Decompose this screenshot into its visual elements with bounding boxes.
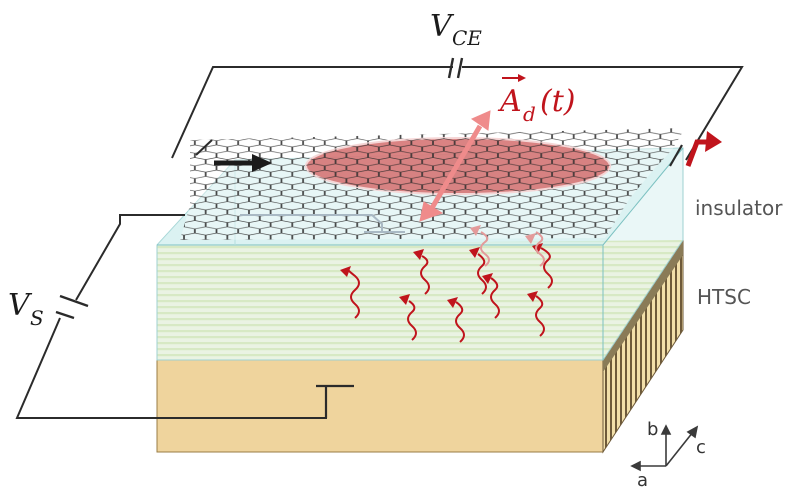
vce-sub: CE xyxy=(452,26,482,50)
wavy-arrow-icon xyxy=(470,225,490,267)
vs-battery-icon xyxy=(55,294,89,320)
label-insulator: insulator xyxy=(695,196,783,220)
label-vs: V S xyxy=(8,288,44,330)
gate-electrode xyxy=(316,384,354,418)
ad-main: A xyxy=(497,84,522,119)
label-ad: A d (t) xyxy=(497,74,575,126)
axes-icon xyxy=(630,424,699,472)
arrow-bent-icon xyxy=(685,131,722,167)
wavy-arrow-icon xyxy=(469,247,487,295)
ad-arg: (t) xyxy=(540,84,575,119)
wavy-arrow-icon xyxy=(525,231,545,267)
wavy-arrow-icon xyxy=(340,266,360,319)
wavy-arrows xyxy=(340,225,553,343)
wavy-arrow-icon xyxy=(399,294,417,341)
vce-main: V xyxy=(430,9,455,44)
vs-main: V xyxy=(8,288,33,323)
wavy-arrow-icon xyxy=(413,249,430,295)
label-vce: V CE xyxy=(430,9,482,50)
axis-label-b: b xyxy=(647,419,658,440)
axis-label-a: a xyxy=(637,470,648,491)
label-htsc: HTSC xyxy=(697,285,751,309)
arrow-right-icon xyxy=(214,154,272,172)
wavy-arrow-icon xyxy=(482,273,500,319)
vs-sub: S xyxy=(30,306,44,330)
ad-sub: d xyxy=(523,102,536,126)
axis-label-c: c xyxy=(696,437,706,458)
double-arrow-icon xyxy=(419,110,491,222)
vce-circuit xyxy=(171,66,744,161)
wavy-arrow-icon xyxy=(447,297,465,343)
substrate-block xyxy=(156,238,684,454)
wavy-arrow-icon xyxy=(532,243,553,289)
right-contact xyxy=(669,144,683,167)
wavy-arrow-icon xyxy=(527,291,545,337)
vce-battery-icon xyxy=(447,57,464,79)
ghost-gate-electrode xyxy=(240,214,405,233)
